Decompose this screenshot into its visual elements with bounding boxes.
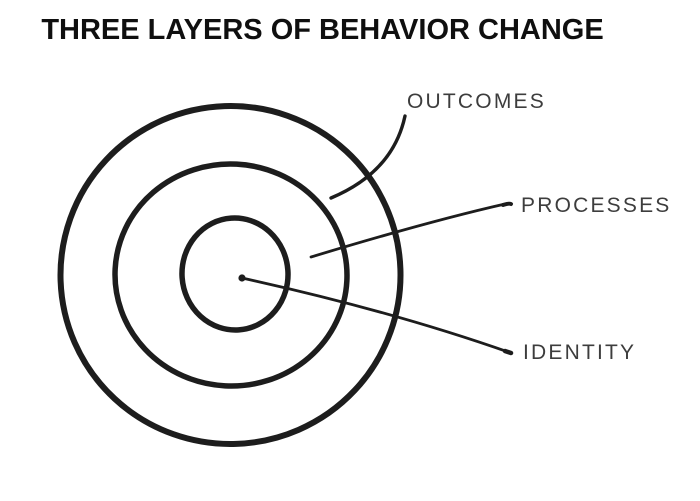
- identity-leader-tip: [502, 348, 514, 356]
- outcomes-leader-line: [329, 114, 407, 200]
- identity-ring-circle: [179, 215, 291, 333]
- processes-label: PROCESSES: [521, 194, 672, 217]
- outcomes-label: OUTCOMES: [407, 90, 546, 113]
- processes-ring-circle: [112, 161, 350, 389]
- identity-label: IDENTITY: [523, 341, 637, 364]
- page-title: THREE LAYERS OF BEHAVIOR CHANGE: [41, 14, 604, 46]
- processes-leader-tip: [501, 201, 513, 207]
- identity-leader-line: [240, 276, 513, 355]
- processes-leader-line: [309, 202, 513, 259]
- outcomes-ring-circle: [57, 102, 404, 448]
